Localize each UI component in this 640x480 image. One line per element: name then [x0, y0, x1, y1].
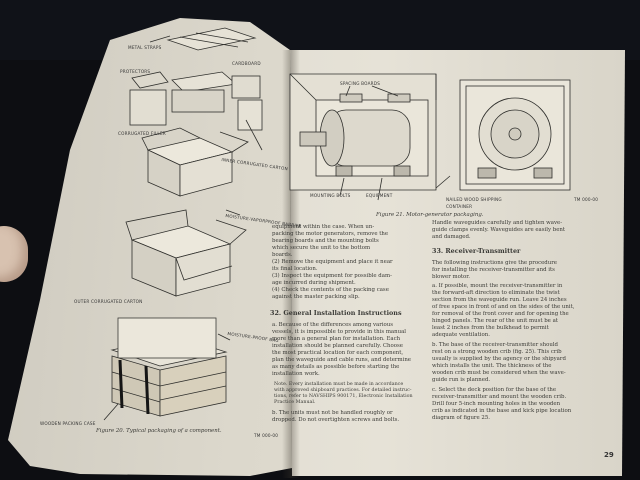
text-line: bearing boards and the mounting bolts: [272, 238, 379, 244]
label-right-figure-code: TM 000-00: [574, 197, 599, 202]
text-line: and damaged.: [432, 234, 471, 240]
label-equipment: EQUIPMENT: [366, 193, 393, 198]
text-line: wooden crib must be considered when the …: [432, 370, 566, 376]
text-line: boards.: [272, 252, 293, 258]
text-line: equipment within the case. When un-: [272, 224, 375, 230]
text-line: (2) Remove the equipment and place it ne…: [272, 259, 393, 265]
label-left-figure-code: TM 000-00: [254, 433, 279, 438]
label-metal-straps: METAL STRAPS: [128, 45, 162, 50]
text-line: for removal of the front cover and for o…: [432, 311, 569, 317]
text-line: the forward-aft direction to eliminate t…: [432, 290, 560, 296]
text-line: plan the waveguide and cable runs, and d…: [272, 357, 411, 363]
text-line: Drill four 5-inch mounting holes in the …: [432, 401, 561, 407]
label-wooden-case: WOODEN PACKING CASE: [40, 421, 96, 426]
text-line: crib as indicated in the base and kick p…: [432, 408, 572, 414]
text-line: diagram of figure 25.: [432, 415, 490, 421]
text-line: adequate ventilation.: [432, 332, 490, 338]
section-heading-32: 32. General Installation Instructions: [270, 309, 402, 317]
text-line: against the master packing slip.: [272, 294, 360, 300]
left-figure-caption: Figure 20. Typical packaging of a compon…: [96, 428, 222, 434]
text-line: c. Select the deck position for the base…: [432, 387, 557, 393]
label-outer-carton: OUTER CORRUGATED CARTON: [74, 299, 143, 304]
label-mounting-bolts: MOUNTING BOLTS: [310, 193, 351, 198]
text-line: which secure the unit to the bottom: [272, 245, 371, 251]
note-line: Practice Manual.: [274, 400, 316, 405]
label-corrugated-filler: CORRUGATED FILLER: [118, 131, 166, 136]
text-line: (3) Inspect the equipment for possible d…: [272, 273, 392, 279]
text-line: a. Because of the differences among vari…: [272, 322, 394, 328]
text-line: a. If possible, mount the receiver-trans…: [432, 283, 563, 289]
text-line: least 2 inches from the bulkhead to perm…: [432, 325, 549, 331]
text-line: the most practical location for each com…: [272, 350, 404, 356]
text-line: installation should be planned carefully…: [272, 343, 403, 349]
text-line: receiver-transmitter and mount the woode…: [432, 394, 567, 400]
page-number: 29: [604, 451, 614, 459]
text-line: b. The base of the receiver-transmitter …: [432, 342, 558, 348]
note-line: Note. Every installation must be made in…: [274, 382, 404, 387]
text-line: of free space in front of and on the sid…: [432, 304, 575, 310]
text-line: usually is supplied by the agency or the…: [432, 356, 566, 362]
note-line: with approved shipboard practices. For d…: [274, 388, 412, 393]
text-line: b. The units must not be handled roughly…: [272, 410, 393, 416]
text-line: blower motor.: [432, 274, 470, 280]
section-heading-33: 33. Receiver-Transmitter: [432, 247, 521, 255]
label-protectors: PROTECTORS: [120, 69, 151, 74]
text-line: guide run is planned.: [432, 377, 491, 383]
text-line: rest on a strong wooden crib (fig. 25). …: [432, 349, 562, 355]
text-line: (4) Check the contents of the packing ca…: [272, 287, 389, 293]
text-line: installation work.: [272, 371, 320, 377]
text-line: more than a general plan for installatio…: [272, 336, 401, 342]
right-figure-caption: Figure 21. Motor-generator packaging.: [376, 212, 484, 218]
label-cardboard: CARDBOARD: [232, 61, 261, 66]
label-shipping-container: NAILED WOOD SHIPPING CONTAINER: [446, 197, 502, 209]
text-line: dropped. Do not overtighten screws and b…: [272, 417, 400, 423]
text-line: section from the waveguide run. Leave 24…: [432, 297, 567, 303]
note-line: tions, refer to NAVSHIPS 900171, Electro…: [274, 394, 413, 399]
text-line: for installing the receiver-transmitter …: [432, 267, 555, 273]
text-line: The following instructions give the proc…: [432, 260, 558, 266]
text-line: age incurred during shipment.: [272, 280, 356, 286]
label-spacing-boards: SPACING BOARDS: [340, 81, 381, 86]
text-line: its final location.: [272, 266, 318, 272]
text-line: packing the motor generators, remove the: [272, 231, 389, 237]
text-line: guide clamps evenly. Waveguides are easi…: [432, 227, 566, 233]
text-line: hinged panels. The rear of the unit must…: [432, 318, 558, 324]
text-line: which installs the unit. The thickness o…: [432, 363, 552, 369]
text-line: as many details as possible before start…: [272, 364, 400, 370]
text-line: Handle waveguides carefully and tighten …: [432, 220, 563, 226]
text-line: vessels, it is impossible to provide in …: [272, 329, 407, 335]
